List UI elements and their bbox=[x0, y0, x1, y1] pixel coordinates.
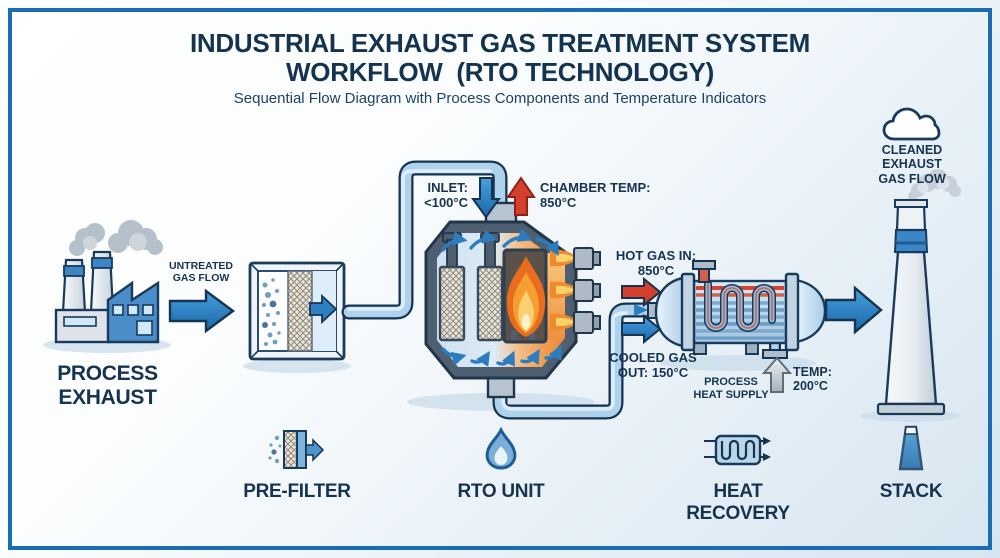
hot-gas-in-label: HOT GAS IN: 850°C bbox=[615, 248, 697, 278]
cloud-icon bbox=[882, 107, 941, 141]
process-heat-supply-label: PROCESS HEAT SUPPLY bbox=[693, 376, 769, 401]
legend-label-pre-filter: PRE-FILTER bbox=[243, 481, 351, 502]
legend-label-heat-recovery: HEAT RECOVERY bbox=[686, 481, 790, 524]
inlet-temp-label: INLET: <100°C bbox=[424, 180, 468, 210]
combustion-flame bbox=[506, 256, 546, 337]
legend-heat-recovery-icon bbox=[704, 434, 771, 466]
stack-chimney-icon bbox=[876, 169, 961, 416]
legend-flame-icon bbox=[485, 426, 517, 470]
transfer-pipe bbox=[492, 302, 660, 420]
legend-prefilter-icon bbox=[268, 430, 325, 469]
page-title-line1: INDUSTRIAL EXHAUST GAS TREATMENT SYSTEM bbox=[189, 28, 811, 58]
hot-gas-arrow bbox=[621, 276, 662, 308]
factory-smoke bbox=[69, 220, 163, 256]
heat-supply-up-arrow bbox=[761, 356, 793, 393]
factory-icon bbox=[54, 220, 163, 344]
ceramic-bed bbox=[476, 265, 504, 342]
filter-box-icon bbox=[248, 261, 346, 361]
ceramic-bed bbox=[438, 265, 466, 342]
untreated-gas-label: UNTREATED GAS FLOW bbox=[169, 260, 233, 284]
heat-supply-temp-label: TEMP: 200°C bbox=[793, 365, 832, 394]
particle-dots bbox=[262, 278, 281, 346]
cleaned-exhaust-label: CLEANED EXHAUST GAS FLOW bbox=[878, 143, 946, 186]
to-stack-arrow bbox=[824, 285, 883, 335]
inlet-pipe bbox=[341, 160, 508, 320]
legend-stack-icon bbox=[898, 425, 924, 471]
page-subtitle: Sequential Flow Diagram with Process Com… bbox=[233, 90, 767, 107]
burner-nozzles bbox=[573, 247, 601, 334]
rto-chamber-icon bbox=[424, 201, 601, 399]
cooled-gas-out-label: COOLED GAS OUT: 150°C bbox=[609, 350, 697, 380]
pipe-flow-arrow bbox=[634, 304, 648, 316]
chamber-temp-label: CHAMBER TEMP: 850°C bbox=[540, 180, 651, 210]
cooled-gas-arrow bbox=[621, 313, 662, 345]
filter-flow-arrow bbox=[309, 293, 338, 325]
exchanger-coil bbox=[704, 280, 776, 332]
chamber-temp-up-arrow bbox=[506, 176, 536, 216]
legend-label-stack: STACK bbox=[879, 481, 943, 502]
heat-exchanger-icon bbox=[647, 260, 827, 359]
legend-label-rto-unit: RTO UNIT bbox=[457, 481, 545, 502]
untreated-gas-arrow bbox=[168, 288, 236, 334]
process-exhaust-label: PROCESS EXHAUST bbox=[57, 362, 158, 409]
inlet-down-arrow bbox=[471, 177, 501, 219]
internal-flow-arrows bbox=[441, 228, 562, 367]
page-title-line2: WORKFLOW (RTO TECHNOLOGY) bbox=[286, 57, 714, 87]
